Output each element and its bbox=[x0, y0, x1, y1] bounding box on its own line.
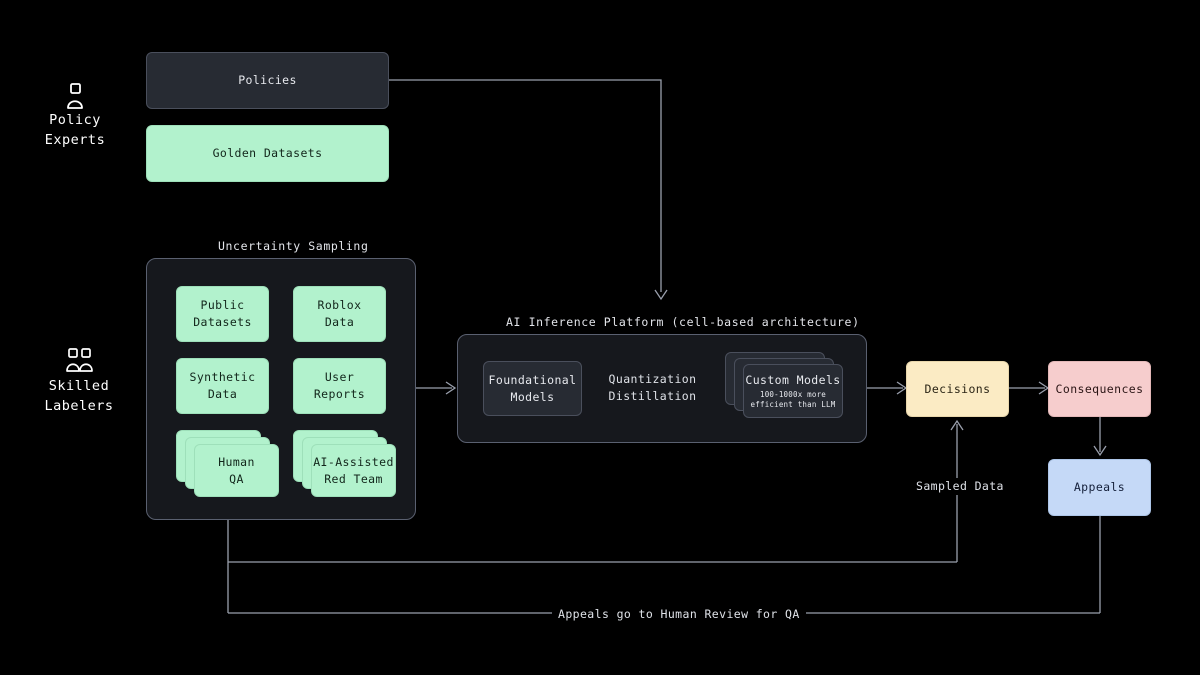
node-foundational-models[interactable]: Foundational Models bbox=[483, 361, 582, 416]
node-human-qa-front[interactable]: Human QA bbox=[194, 444, 279, 497]
actor-label-skilled-labelers: Skilled Labelers bbox=[44, 378, 114, 414]
node-consequences[interactable]: Consequences bbox=[1048, 361, 1151, 417]
node-policies[interactable]: Policies bbox=[146, 52, 389, 109]
node-ai-red-team-label: AI-Assisted Red Team bbox=[313, 454, 394, 486]
node-roblox-data[interactable]: Roblox Data bbox=[293, 286, 386, 342]
node-golden-datasets-label: Golden Datasets bbox=[212, 146, 323, 160]
arrowhead-consequences-to-appeals bbox=[1093, 445, 1107, 457]
node-ai-red-team[interactable]: AI-Assisted Red Team bbox=[293, 430, 396, 497]
edge-label-quantization-distillation: Quantization Distillation bbox=[608, 372, 697, 403]
edge-label-appeals-review: Appeals go to Human Review for QA bbox=[552, 606, 806, 623]
node-custom-models-front[interactable]: Custom Models 100-1000x more efficient t… bbox=[743, 364, 843, 418]
wire-policies-to-platform bbox=[389, 79, 662, 292]
node-public-datasets-label: Public Datasets bbox=[193, 298, 252, 329]
node-synthetic-data[interactable]: Synthetic Data bbox=[176, 358, 269, 414]
group-title-ai-inference-platform: AI Inference Platform (cell-based archit… bbox=[506, 315, 860, 329]
group-title-uncertainty-sampling: Uncertainty Sampling bbox=[218, 239, 369, 253]
node-appeals[interactable]: Appeals bbox=[1048, 459, 1151, 516]
node-policies-label: Policies bbox=[238, 73, 297, 87]
node-appeals-label: Appeals bbox=[1073, 480, 1126, 494]
edge-label-sampled-data: Sampled Data bbox=[910, 478, 1010, 495]
actor-label-policy-experts: Policy Experts bbox=[44, 112, 106, 148]
node-user-reports[interactable]: User Reports bbox=[293, 358, 386, 414]
arrowhead-sampled-data bbox=[950, 419, 964, 431]
node-decisions[interactable]: Decisions bbox=[906, 361, 1009, 417]
node-user-reports-label: User Reports bbox=[313, 370, 366, 401]
arrowhead-sampling-to-platform bbox=[445, 381, 457, 395]
node-consequences-label: Consequences bbox=[1055, 381, 1144, 396]
node-golden-datasets[interactable]: Golden Datasets bbox=[146, 125, 389, 182]
single-person-icon bbox=[62, 82, 88, 114]
node-synthetic-data-label: Synthetic Data bbox=[189, 370, 256, 401]
two-people-icon bbox=[65, 348, 95, 378]
node-custom-models-label: Custom Models bbox=[745, 372, 841, 387]
node-ai-red-team-front[interactable]: AI-Assisted Red Team bbox=[311, 444, 396, 497]
node-public-datasets[interactable]: Public Datasets bbox=[176, 286, 269, 342]
node-custom-models[interactable]: Custom Models 100-1000x more efficient t… bbox=[725, 352, 843, 424]
node-human-qa-label: Human QA bbox=[218, 454, 255, 486]
node-foundational-models-label: Foundational Models bbox=[488, 372, 577, 404]
node-decisions-label: Decisions bbox=[924, 381, 991, 396]
arrowhead-policies-to-platform bbox=[654, 289, 668, 301]
node-roblox-data-label: Roblox Data bbox=[317, 298, 362, 329]
node-custom-models-sublabel: 100-1000x more efficient than LLM bbox=[750, 389, 836, 409]
node-human-qa[interactable]: Human QA bbox=[176, 430, 279, 497]
